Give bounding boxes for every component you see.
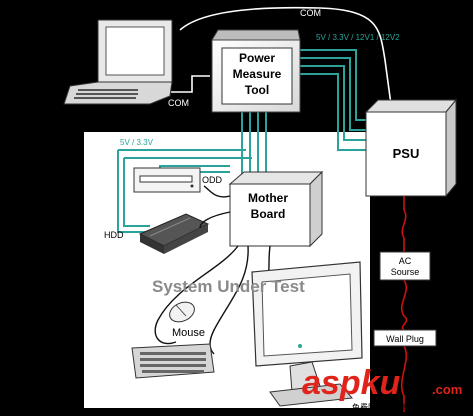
ac-source-box — [379, 251, 431, 281]
watermark-main: aspku — [302, 364, 400, 402]
watermark-tld: .com — [432, 382, 462, 397]
ac-source-label-2: Sourse — [391, 267, 420, 277]
motherboard-label-1: Mother — [248, 191, 288, 205]
power-tool-label-2: Measure — [233, 67, 282, 81]
optical-drive-icon — [133, 167, 201, 193]
com-cable-top — [179, 6, 393, 113]
com-cable-left — [168, 75, 210, 93]
psu-box — [364, 98, 458, 198]
com-label-left: COM — [168, 98, 189, 108]
com-label-top: COM — [300, 8, 321, 18]
mouse-icon — [169, 301, 195, 323]
power-tool-label-1: Power — [239, 51, 275, 65]
psu-rail-cables — [300, 49, 366, 151]
wall-plug-box — [373, 329, 437, 347]
watermark-subtitle: 免费网站源码下载站! — [352, 402, 426, 412]
laptop-icon — [63, 19, 173, 105]
monitor-icon — [251, 261, 363, 407]
psu-rails-label: 5V / 3.3V / 12V1 / 12V2 — [316, 33, 400, 42]
sut-rails-label: 5V / 3.3V — [120, 138, 154, 147]
power-measure-tool — [211, 29, 301, 113]
psu-label: PSU — [393, 146, 420, 161]
wall-plug-label: Wall Plug — [386, 334, 424, 344]
motherboard-label-2: Board — [251, 207, 286, 221]
sut-title: System Under Test — [152, 277, 305, 296]
hard-drive-icon — [138, 213, 210, 254]
ac-power-line — [400, 196, 408, 412]
ac-source-label-1: AC — [399, 256, 412, 266]
motherboard-box — [228, 170, 324, 248]
keyboard-icon — [131, 343, 215, 379]
hdd-label: HDD — [104, 230, 124, 240]
power-tool-label-3: Tool — [245, 83, 269, 97]
mouse-label: Mouse — [172, 327, 205, 339]
odd-label: ODD — [202, 175, 223, 185]
